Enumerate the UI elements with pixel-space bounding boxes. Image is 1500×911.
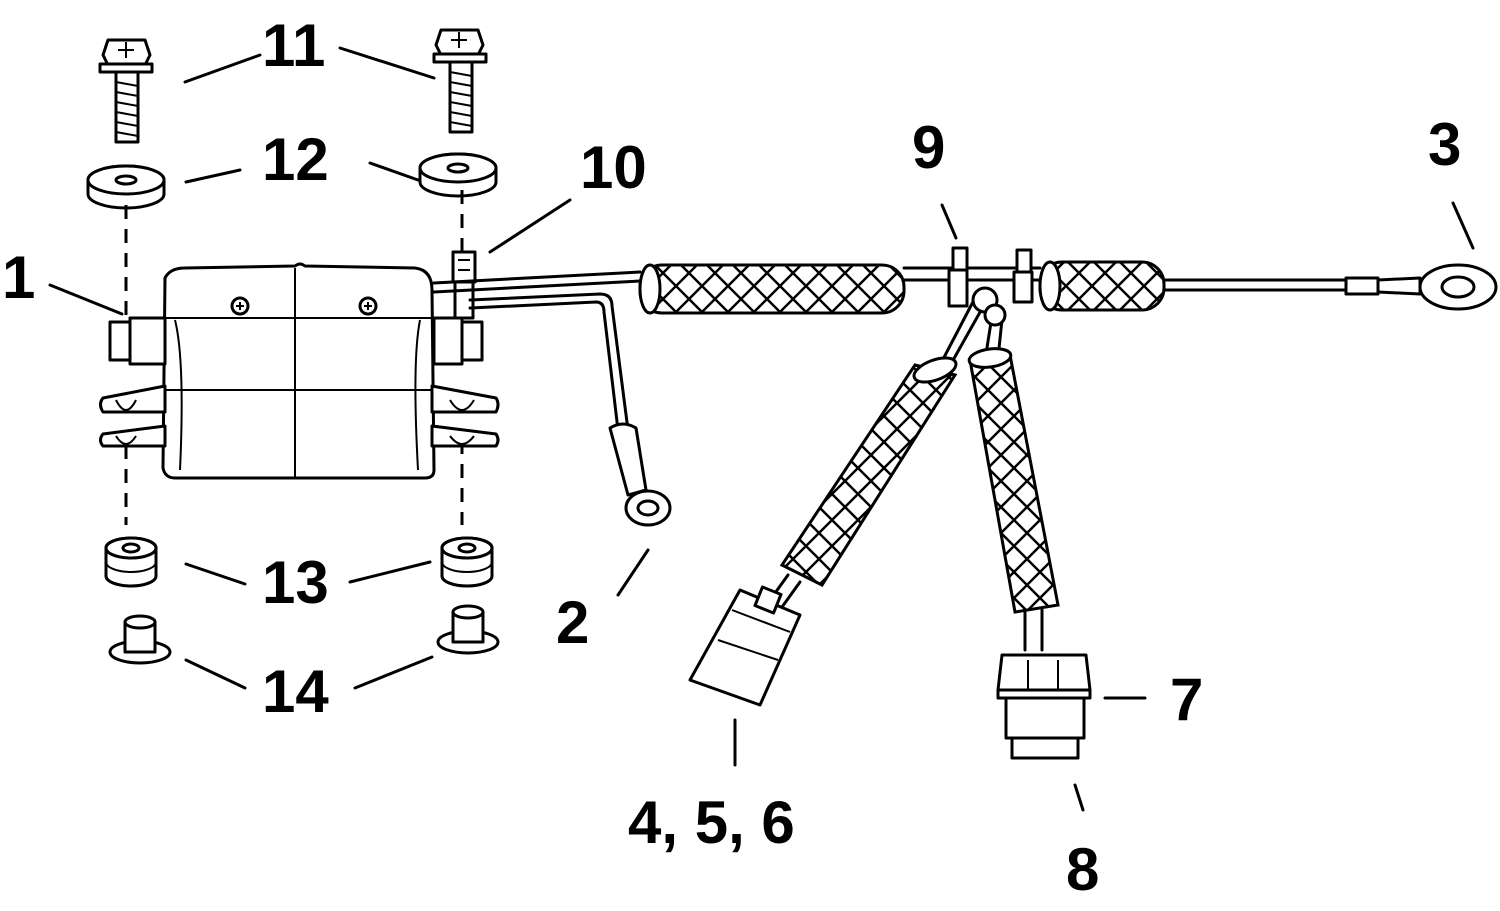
connector-4-5-6 <box>688 573 802 707</box>
wire-harness <box>432 266 1422 432</box>
bushing-right <box>436 604 500 655</box>
cable-tie-right <box>1012 248 1034 304</box>
callout-7: 7 <box>1170 666 1203 733</box>
callout-10: 10 <box>580 134 647 201</box>
cable-tie-left <box>947 246 969 308</box>
callout-8: 8 <box>1066 836 1099 903</box>
callout-2: 2 <box>556 589 589 656</box>
washer-left <box>86 164 166 210</box>
connector-7-8 <box>996 608 1092 760</box>
callout-14: 14 <box>262 658 329 725</box>
callout-9: 9 <box>912 114 945 181</box>
washer-right <box>418 152 498 198</box>
leader-lines <box>48 46 1475 812</box>
module-body <box>99 262 500 480</box>
sleeve-main-left <box>638 263 906 315</box>
screw-right <box>432 28 488 134</box>
sleeve-main-right <box>1038 260 1166 312</box>
grommet-right <box>440 536 494 588</box>
callout-13: 13 <box>262 549 329 616</box>
callout-4-5-6: 4, 5, 6 <box>628 789 795 856</box>
screw-left <box>98 38 154 144</box>
grommet-left <box>104 536 158 588</box>
callout-12: 12 <box>262 126 329 193</box>
bushing-left <box>108 614 172 665</box>
callout-11: 11 <box>262 12 325 79</box>
ring-terminal-3 <box>1344 263 1498 311</box>
sleeve-branch-left <box>779 356 958 587</box>
callout-1: 1 <box>2 244 35 311</box>
sleeve-branch-right <box>967 347 1060 614</box>
callout-3: 3 <box>1428 111 1461 178</box>
ring-terminal-2 <box>608 422 672 527</box>
